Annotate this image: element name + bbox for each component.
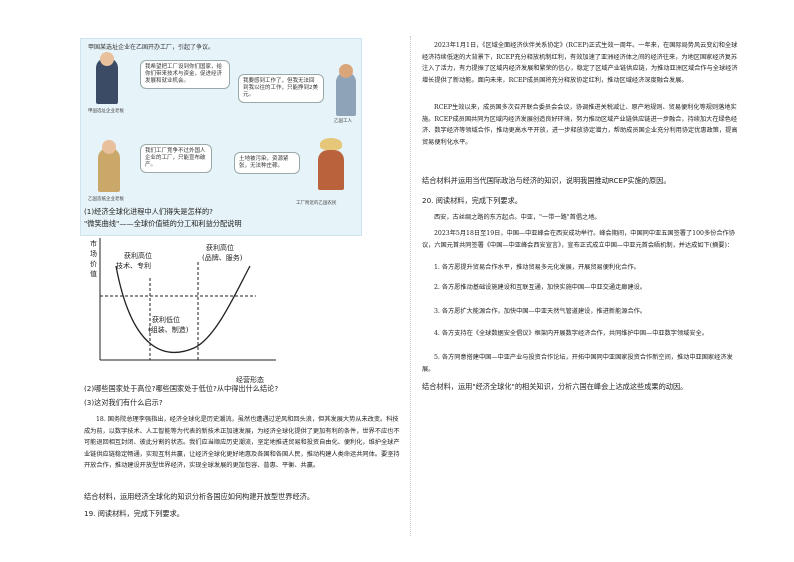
summit-item-4: 4. 各方支持在《全球数据安全倡议》框架内开展数字经济合作，共同维护中国—中亚数… <box>434 330 708 337</box>
speech-bubble: 我要感到工作了，但我无法回到我以往的工作，只能挣到2美元。 <box>238 74 324 103</box>
y-axis-label-2: 场 <box>90 249 97 258</box>
comic-label: 工厂附近的乙国农民 <box>296 201 337 206</box>
comic-label: 甲国选址企业老板 <box>88 109 124 114</box>
question-2: (2)哪些国家处于高位?哪些国家处于低位?从中得出什么结论? <box>84 384 279 393</box>
speech-bubble: 我希望把工厂设到你们国家，给你们带来技术与资金，促进经济发展和就业机会。 <box>140 60 230 89</box>
person-head <box>320 138 342 150</box>
summit-item-1: 1. 各方愿提升贸易合作水平，推动贸易多元化发展，开展贸易便利化合作。 <box>434 264 640 271</box>
y-axis-label-1: 市 <box>90 239 97 248</box>
question-18-task: 结合材料，运用经济全球化的知识分析各国应如何构建开放型世界经济。 <box>84 492 315 501</box>
question-1: (1)经济全球化进程中人们得失是怎样的? <box>84 207 213 216</box>
question-19-heading: 19. 阅读材料，完成下列要求。 <box>84 509 184 518</box>
question-18-material: 18. 国务院总理李强指出，经济全球化是历史潮流，虽然也遭遇过逆风和回头浪，但其… <box>84 416 400 470</box>
summit-item-2: 2. 各方愿推动基础设施建设和互联互通，加快实施中国—中亚交通走廊建设。 <box>434 284 647 291</box>
person-illustration <box>336 72 356 116</box>
column-divider <box>410 36 411 536</box>
annotation-low-2: (组装、制造) <box>148 325 189 334</box>
person-illustration <box>318 150 344 190</box>
smile-curve-chart: 市 场 价 值 获利高位 技术、专利 获利高位 (品牌、服务) 获利低位 (组装… <box>90 238 276 384</box>
question-19-task: 结合材料并运用当代国际政治与经济的知识，说明我国推动RCEP实施的原因。 <box>422 176 671 185</box>
person-head <box>102 140 116 154</box>
annotation-tech-2: 技术、专利 <box>116 261 151 270</box>
speech-bubble: 我们工厂竞争不过外国人企业的工厂，只能宣布破产。 <box>140 144 212 173</box>
rcep-paragraph-1: 2023年1月1日，《区域全面经济伙伴关系协定》(RCEP)正式生效一周年。一年… <box>422 42 738 84</box>
person-head <box>100 52 114 66</box>
annotation-low-1: 获利低位 <box>152 315 180 324</box>
question-20-heading: 20. 阅读材料，完成下列要求。 <box>422 196 522 205</box>
xian-paragraph: 西安，古丝绸之路的东方起点。中亚，"一带一路"首倡之地。 <box>434 214 601 221</box>
person-illustration <box>98 148 120 192</box>
chart-title: "微笑曲线"——全球价值链的分工和利益分配说明 <box>84 219 242 228</box>
comic-label: 乙国工人 <box>334 119 352 124</box>
summit-item-3: 3. 各方愿扩大能源合作，加快中国—中亚天然气管道建设，推进新能源合作。 <box>434 308 647 315</box>
summit-paragraph: 2023年5月18日至19日，中国—中亚峰会在西安成功举行。峰会期间，中国同中亚… <box>422 230 735 249</box>
speech-bubble: 土地被污染，资源紧张，无法种庄稼。 <box>234 152 300 174</box>
y-axis-label-3: 价 <box>90 260 97 268</box>
comic-caption: 甲国某选址企业在乙国开办工厂，引起了争议。 <box>88 44 215 51</box>
annotation-tech-1: 获利高位 <box>124 251 152 260</box>
person-head <box>339 64 353 78</box>
y-axis-label-4: 值 <box>90 269 97 278</box>
person-illustration <box>96 58 118 104</box>
x-axis-label: 经营形态 <box>236 375 264 384</box>
question-3: (3)这对我们有什么启示? <box>84 398 163 407</box>
summit-item-5: 5. 各方同意搭建中国—中亚产业与投资合作论坛，开拓中国同中亚国家投资合作新空间… <box>422 354 733 373</box>
rcep-paragraph-2: RCEP生效以来，成员国多次召开联合委员会会议，协调推进关税减让、原产地规则、贸… <box>422 104 738 146</box>
smile-curve <box>115 265 251 354</box>
question-20-task: 结合材料，运用"经济全球化"的相关知识，分析六国在峰会上达成这些成果的动因。 <box>422 382 688 391</box>
annotation-brand-1: 获利高位 <box>206 243 234 252</box>
annotation-brand-2: (品牌、服务) <box>202 253 243 262</box>
comic-label: 乙国造纸企业老板 <box>88 197 124 202</box>
